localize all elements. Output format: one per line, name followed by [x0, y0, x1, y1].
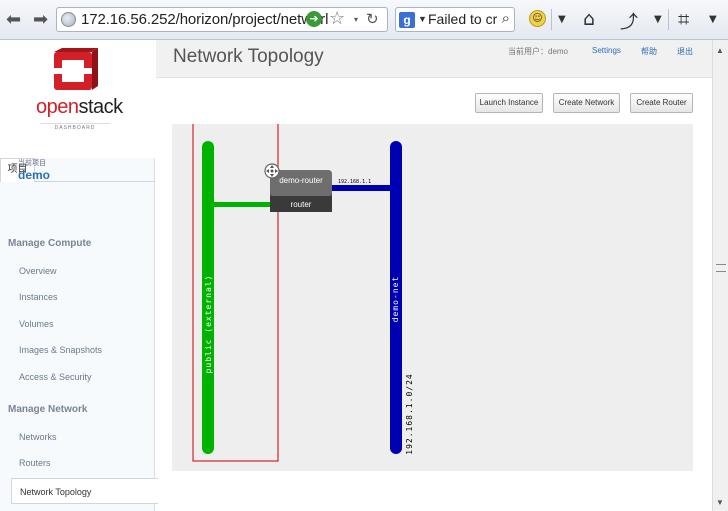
main-header: Network Topology 当前用户：demo Settings 帮助 退…	[156, 40, 712, 78]
scroll-up-icon[interactable]: ▲	[716, 46, 724, 55]
address-bar[interactable]: 172.16.56.252/horizon/project/networl	[56, 7, 388, 32]
globe-icon	[61, 12, 76, 27]
sidebar-item-access-security[interactable]: Access & Security	[19, 372, 92, 382]
router-name: demo-router	[279, 176, 323, 185]
router-interface-ip: 192.168.1.1	[338, 179, 371, 185]
link-external-router	[214, 202, 271, 207]
browser-toolbar: ⬅ ➡ 172.16.56.252/horizon/project/networ…	[0, 0, 728, 40]
link-router-internal	[332, 185, 390, 191]
toolbar-divider	[668, 9, 669, 30]
sidebar-item-network-topology[interactable]: Network Topology	[11, 478, 158, 504]
sync-icon[interactable]: ⤴	[620, 12, 638, 33]
sidebar-item-networks[interactable]: Networks	[19, 432, 57, 442]
current-project-selector[interactable]: demo	[18, 168, 51, 182]
back-arrow-icon[interactable]: ⬅	[6, 9, 22, 30]
openstack-logo-icon[interactable]	[48, 48, 98, 94]
crop-dropdown-icon[interactable]: ▼	[709, 14, 717, 25]
sidebar-item-instances[interactable]: Instances	[19, 292, 58, 302]
search-input[interactable]: Failed to cr	[428, 11, 498, 27]
brand-subtitle: DASHBOARD	[40, 123, 110, 133]
reload-icon[interactable]: ↻	[366, 10, 379, 28]
section-manage-network: Manage Network	[8, 404, 88, 415]
router-node[interactable]: demo-router router	[270, 170, 332, 212]
section-manage-compute: Manage Compute	[8, 238, 92, 249]
scroll-down-icon[interactable]: ▼	[716, 498, 724, 507]
sidebar-item-volumes[interactable]: Volumes	[19, 319, 54, 329]
topology-svg: public (external) demo-net 192.168.1.0/2…	[192, 124, 414, 462]
addon-smiley-icon[interactable]: ☺	[529, 10, 546, 27]
vertical-scrollbar[interactable]: ▲ ▼	[712, 40, 728, 511]
move-handle-icon[interactable]	[264, 163, 280, 179]
brand-stack: stack	[78, 96, 124, 118]
scroll-thumb[interactable]	[716, 264, 726, 272]
bookmark-star-icon[interactable]: ☆	[329, 8, 346, 29]
page-title: Network Topology	[173, 46, 324, 67]
tab-divider	[35, 181, 155, 182]
current-project-label: 当前项目	[18, 160, 46, 167]
network-cidr-label: 192.168.1.0/24	[405, 373, 414, 454]
logo-area: openstack DASHBOARD	[0, 40, 155, 158]
create-router-button[interactable]: Create Router	[630, 93, 693, 113]
selection-box	[192, 124, 279, 462]
sidebar-item-overview[interactable]: Overview	[19, 266, 57, 276]
network-demo-net[interactable]: demo-net	[390, 141, 402, 454]
toolbar-divider	[551, 9, 552, 30]
home-icon[interactable]: ⌂	[583, 8, 596, 30]
create-network-button[interactable]: Create Network	[553, 93, 620, 113]
go-icon[interactable]: ➜	[306, 11, 322, 27]
search-engine-dropdown-icon[interactable]: ▼	[418, 14, 427, 24]
sync-dropdown-icon[interactable]: ▼	[654, 14, 662, 25]
sidebar: openstack DASHBOARD 项目	[0, 40, 155, 511]
sidebar-item-label: Network Topology	[20, 487, 92, 497]
network-public-external[interactable]: public (external)	[202, 141, 214, 454]
network-label-demo-net: demo-net	[391, 276, 400, 323]
tab-project[interactable]: 项目	[0, 158, 35, 182]
settings-link[interactable]: Settings	[592, 46, 621, 55]
brand-open: open	[36, 96, 79, 118]
launch-instance-button[interactable]: Launch Instance	[475, 93, 543, 113]
router-type: router	[291, 200, 312, 209]
help-link[interactable]: 帮助	[641, 47, 657, 56]
current-user-label: 当前用户：demo	[508, 47, 569, 56]
google-logo-icon[interactable]: g	[399, 12, 415, 28]
network-label-public: public (external)	[204, 275, 213, 374]
crop-icon[interactable]: ⌗	[678, 7, 690, 31]
brand-wordmark: openstack	[36, 96, 123, 119]
search-bar[interactable]: g ▼ Failed to cr ⌕	[395, 7, 515, 32]
history-dropdown-icon[interactable]: ▾	[354, 15, 359, 24]
addon-dropdown-icon[interactable]: ▼	[558, 14, 566, 25]
search-icon[interactable]: ⌕	[501, 10, 510, 27]
logout-link[interactable]: 退出	[677, 47, 693, 56]
sidebar-item-images-snapshots[interactable]: Images & Snapshots	[19, 345, 103, 355]
forward-arrow-icon[interactable]: ➡	[33, 9, 49, 30]
sidebar-item-routers[interactable]: Routers	[19, 458, 51, 468]
url-text[interactable]: 172.16.56.252/horizon/project/networl	[81, 11, 329, 28]
topology-canvas: public (external) demo-net 192.168.1.0/2…	[172, 124, 693, 471]
